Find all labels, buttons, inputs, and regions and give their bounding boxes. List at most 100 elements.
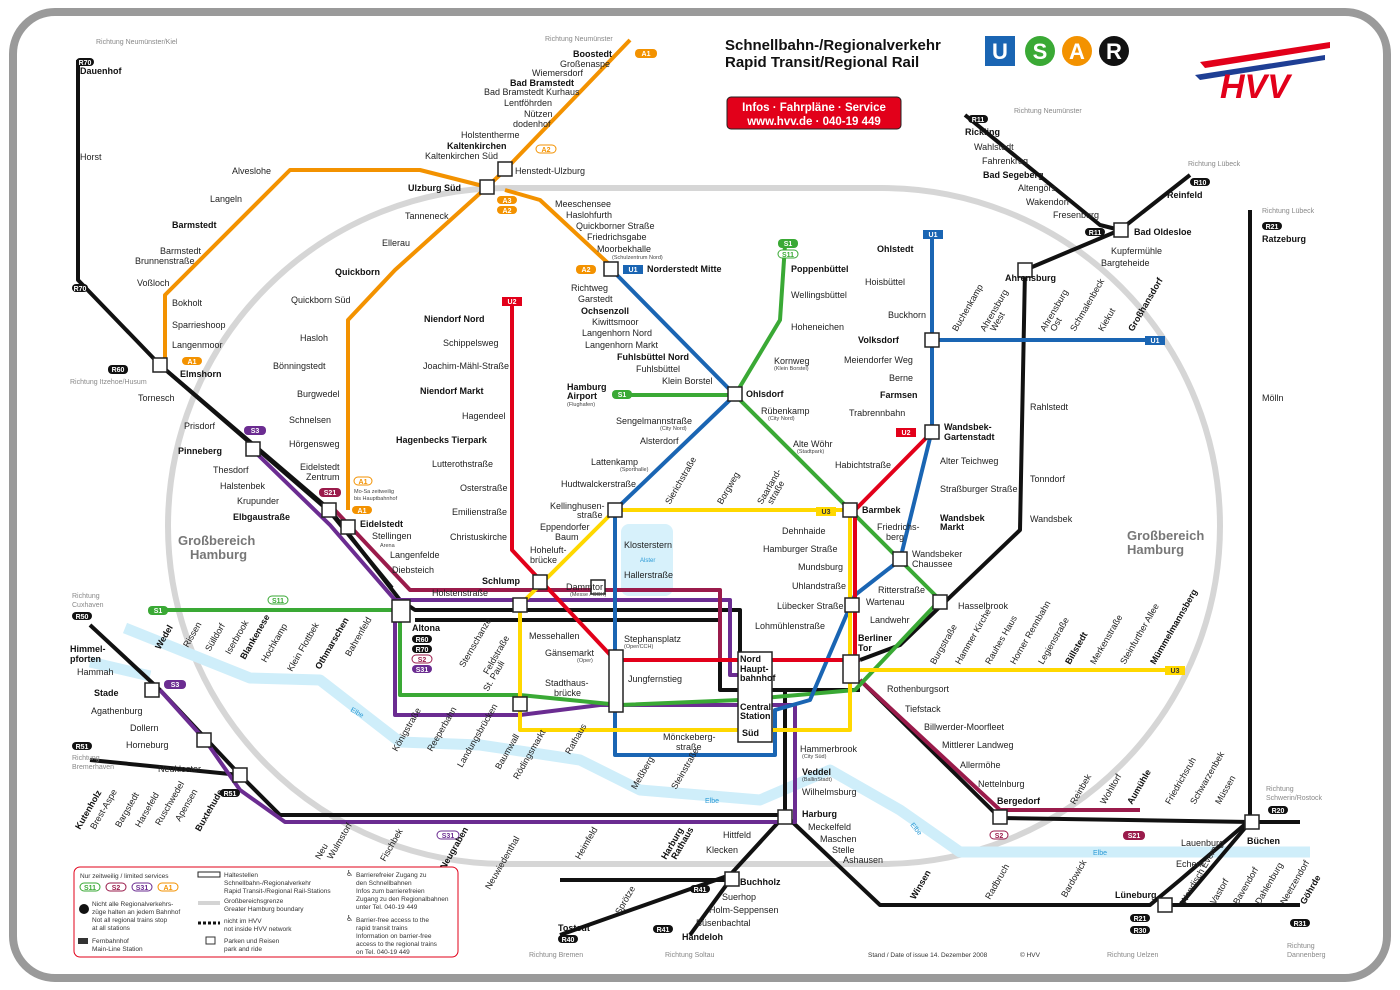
station-box-hauptbahnhof[interactable] [737,651,773,743]
svg-text:Lübecker Straße: Lübecker Straße [777,601,844,611]
svg-text:Meiendorfer Weg: Meiendorfer Weg [844,355,913,365]
svg-text:Stephansplatz: Stephansplatz [624,634,682,644]
svg-text:Eppendorfer: Eppendorfer [540,522,590,532]
line-s1 [150,244,942,707]
svg-text:Bremerhaven: Bremerhaven [72,764,114,771]
station-box-ohlsdorf[interactable] [727,386,743,402]
svg-text:Tor: Tor [858,643,872,653]
svg-text:U3: U3 [1171,668,1180,675]
station-box-buxtehude-s[interactable] [196,732,212,748]
svg-text:Agathenburg: Agathenburg [91,706,143,716]
station-box-norderstedt[interactable] [603,261,619,277]
svg-text:Klein Borstel: Klein Borstel [662,376,713,386]
svg-text:Stadthaus-: Stadthaus- [545,678,589,688]
station-box-sternschanze[interactable] [512,597,528,613]
station-box-bergedorf[interactable] [992,809,1008,825]
station-box-harburg[interactable] [777,809,793,825]
svg-text:Barrierefreier Zugang zu: Barrierefreier Zugang zu [356,872,427,879]
svg-text:Billwerder-Moorfleet: Billwerder-Moorfleet [924,722,1005,732]
svg-text:Wahlstedt: Wahlstedt [974,142,1014,152]
svg-text:Langenhorn Nord: Langenhorn Nord [582,328,652,338]
svg-text:A1: A1 [164,885,173,892]
svg-text:Hasselbrook: Hasselbrook [958,601,1009,611]
svg-text:Schwerin/Rostock: Schwerin/Rostock [1266,795,1323,802]
svg-text:Emilienstraße: Emilienstraße [452,507,507,517]
svg-text:R21: R21 [1266,224,1279,231]
station-box-berliner-tor[interactable] [842,654,860,684]
svg-text:Mölln: Mölln [1262,393,1284,403]
station-box-altona[interactable] [391,599,411,623]
svg-text:züge halten an jedem Bahnhof: züge halten an jedem Bahnhof [92,909,180,916]
svg-text:Reinfeld: Reinfeld [1167,190,1203,200]
station-box-dammtor[interactable] [590,579,606,595]
svg-text:(Messe / CCH): (Messe / CCH) [570,592,607,598]
station-box-henstedt[interactable] [497,161,513,177]
badge-a1-eidelstedt: A1 [353,476,373,486]
station-box-jungfernstieg[interactable] [608,649,624,713]
svg-text:berg: berg [886,532,904,542]
station-box-buchholz[interactable] [724,871,740,887]
badge-a3: A3 [497,196,517,205]
station-altona: Altona [412,623,441,633]
station-box-neukloster[interactable] [232,767,248,783]
svg-text:Schippelsweg: Schippelsweg [443,338,499,348]
svg-text:Station: Station [740,711,771,721]
station-box-kellinghusen[interactable] [607,502,623,518]
svg-text:Mo-Sa zeitweilig: Mo-Sa zeitweilig [354,489,394,495]
line-u2 [510,305,934,662]
station-box-buechen[interactable] [1244,814,1260,830]
svg-text:Bönningstedt: Bönningstedt [273,361,326,371]
svg-text:Hammerbrook: Hammerbrook [800,744,858,754]
svg-text:S21: S21 [324,490,337,497]
svg-text:Hudtwalckerstraße: Hudtwalckerstraße [561,479,636,489]
svg-text:Zentrum: Zentrum [306,472,340,482]
station-box-ahrensburg[interactable] [1017,262,1033,278]
station-box-ulzburg[interactable] [479,179,495,195]
badge-s3-pinneberg: S3 [244,426,266,435]
svg-text:Richtweg: Richtweg [571,283,608,293]
svg-text:Fresenburg: Fresenburg [1053,210,1099,220]
station-box-wandsbeker-chaussee[interactable] [892,551,908,567]
svg-text:Hagendeel: Hagendeel [462,411,506,421]
svg-text:rapid transit trains: rapid transit trains [356,925,408,932]
station-box-lueneburg[interactable] [1157,897,1173,913]
badge-a2c: A2 [576,265,596,274]
station-box-schlump[interactable] [532,574,548,590]
r-logo-icon [1099,36,1129,66]
svg-text:Uhlandstraße: Uhlandstraße [792,581,846,591]
svg-text:Hasloh: Hasloh [300,333,328,343]
station-box-volksdorf[interactable] [924,332,940,348]
badge-s31-neugraben: S31 [436,830,460,840]
station-eidelstedt: Eidelstedt [360,519,403,529]
a-logo-icon [1062,36,1092,66]
station-box-pinneberg[interactable] [245,441,261,457]
station-box-barmbek[interactable] [842,502,858,518]
station-box-elmshorn[interactable] [152,357,168,373]
station-box-landungsbruecken[interactable] [512,696,528,712]
station-box-stade[interactable] [144,682,160,698]
svg-text:Nettelnburg: Nettelnburg [978,779,1025,789]
svg-text:Ahrensburg: Ahrensburg [1005,273,1056,283]
svg-text:Hallerstraße: Hallerstraße [624,570,673,580]
svg-text:Büsenbachtal: Büsenbachtal [696,918,751,928]
svg-text:U1: U1 [1151,338,1160,345]
svg-text:Ohlstedt: Ohlstedt [877,244,914,254]
badge-u3-east: U3 [1165,666,1185,675]
svg-text:A1: A1 [358,508,367,515]
svg-text:R70: R70 [79,60,92,67]
station-pinneberg: Pinneberg [178,446,222,456]
station-box-wandsbek-gartenstadt[interactable] [924,424,940,440]
station-box-eidelstedt[interactable] [340,519,356,535]
station-box-bad-oldesloe[interactable] [1113,222,1129,238]
svg-text:Mönckeberg-: Mönckeberg- [663,732,716,742]
svg-text:Langeln: Langeln [210,194,242,204]
station-box-wartenau[interactable] [844,597,860,613]
station-box-hasselbrook[interactable] [932,594,948,610]
svg-text:Klosterstern: Klosterstern [624,540,672,550]
station-box-elbgaustrasse[interactable] [321,502,337,518]
svg-text:Ratzeburg: Ratzeburg [1262,234,1306,244]
svg-text:Bad Segeberg: Bad Segeberg [983,170,1044,180]
svg-text:Klecken: Klecken [706,845,738,855]
direction-labels: Richtung Neumünster/Kiel Richtung Neumün… [70,36,1326,959]
info-box[interactable]: Infos · Fahrpläne · Service www.hvv.de ·… [726,96,902,130]
